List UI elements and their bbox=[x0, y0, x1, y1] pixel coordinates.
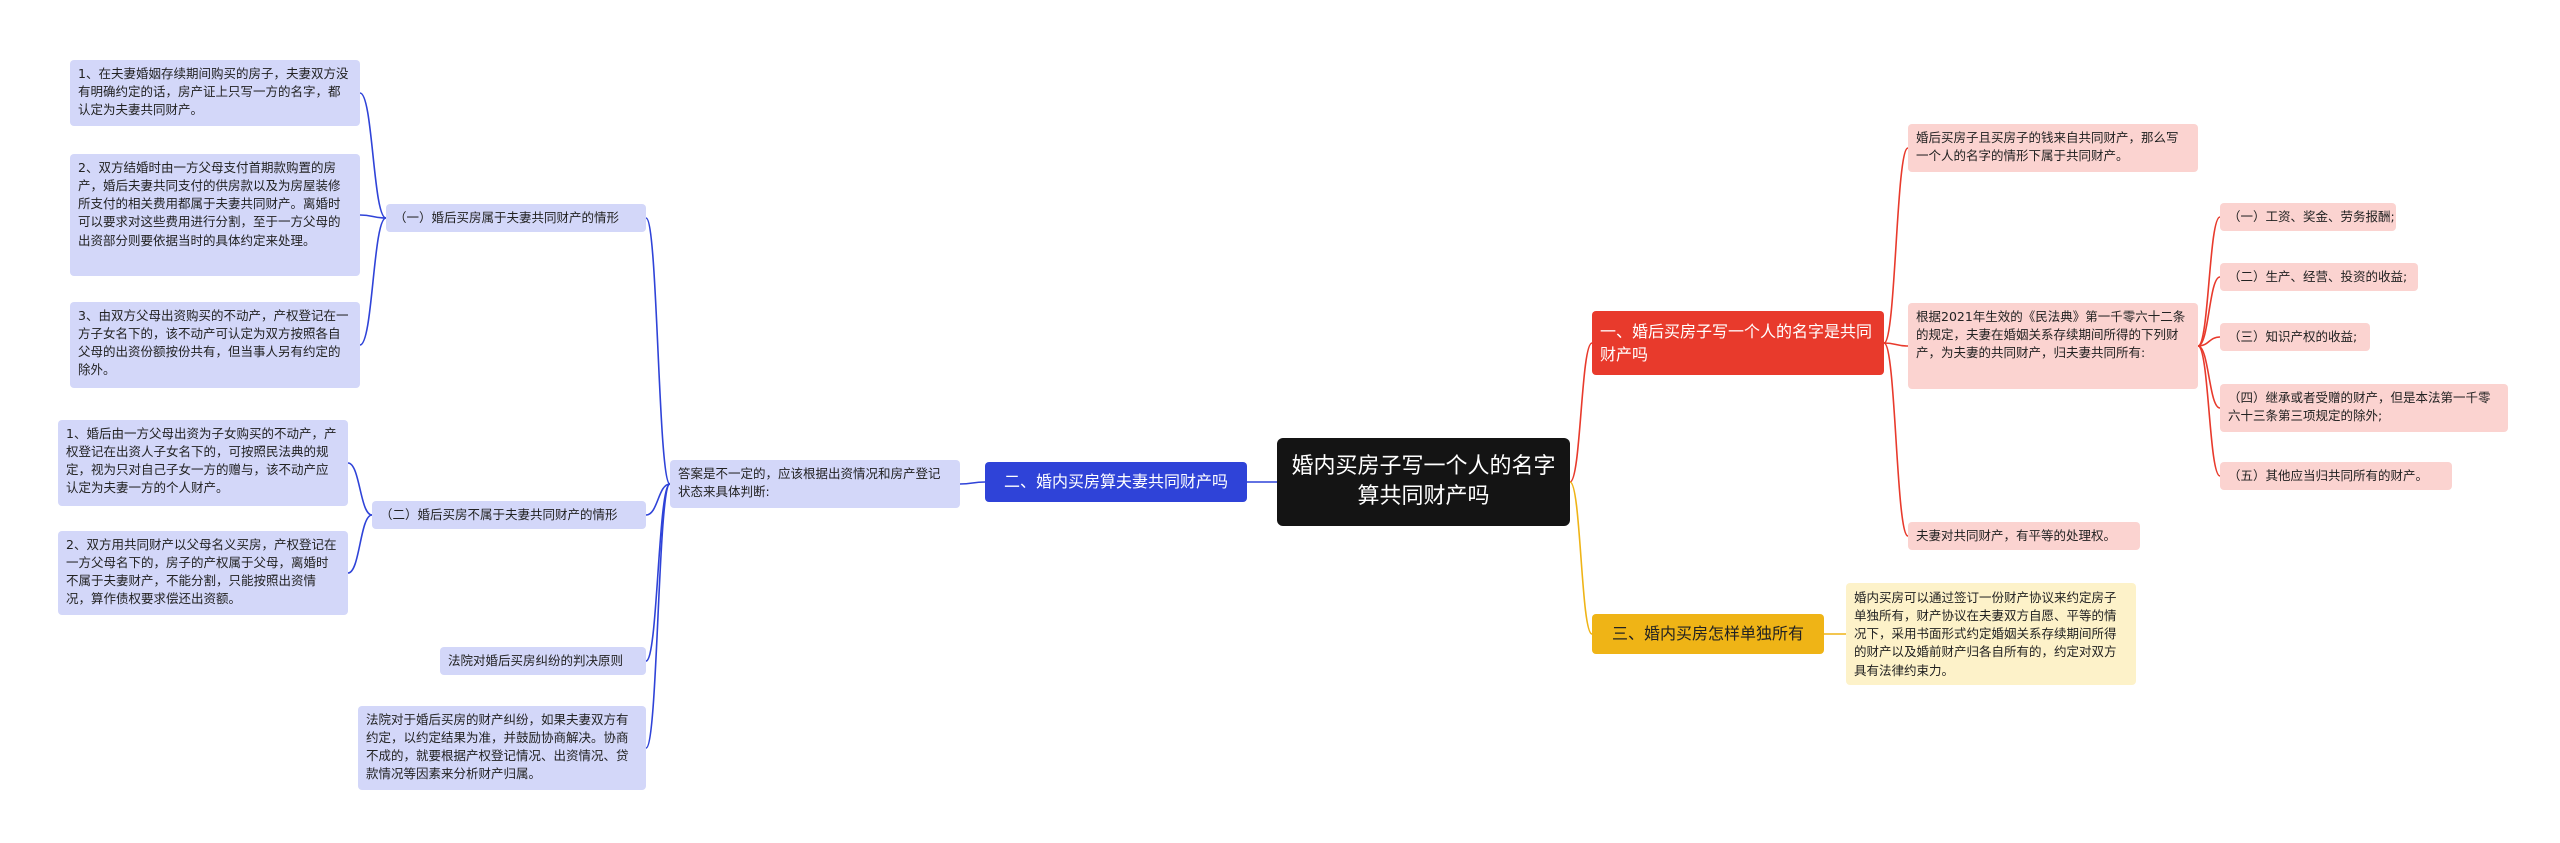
link-root-yellow bbox=[1569, 481, 1593, 635]
link-blue-case1-item-1 bbox=[359, 92, 387, 219]
branch-yellow-topic[interactable]: 三、婚内买房怎样单独所有 bbox=[1592, 614, 1824, 654]
branch-red-topic[interactable]: 一、婚后买房子写一个人的名字是共同财产吗 bbox=[1592, 311, 1884, 375]
link-blue-case2-item-2 bbox=[347, 514, 373, 574]
blue-case2-title[interactable]: （二）婚后买房不属于夫妻共同财产的情形 bbox=[372, 501, 646, 529]
link-red-item-5 bbox=[2197, 345, 2221, 477]
link-red-item-2 bbox=[2197, 276, 2221, 347]
root-topic[interactable]: 婚内买房子写一个人的名字算共同财产吗 bbox=[1277, 438, 1570, 526]
red-item-3[interactable]: （三）知识产权的收益; bbox=[2220, 323, 2370, 351]
branch-blue-topic[interactable]: 二、婚内买房算夫妻共同财产吗 bbox=[985, 462, 1247, 502]
link-blue-answer bbox=[959, 481, 986, 485]
link-blue-court-title bbox=[645, 483, 671, 662]
blue-case1-title[interactable]: （一）婚后买房属于夫妻共同财产的情形 bbox=[386, 204, 646, 232]
link-blue-case2-item-1 bbox=[347, 462, 373, 516]
red-item-5[interactable]: （五）其他应当归共同所有的财产。 bbox=[2220, 462, 2452, 490]
link-root-red bbox=[1569, 342, 1593, 483]
blue-case2-item-2[interactable]: 2、双方用共同财产以父母名义买房，产权登记在一方父母名下的，房子的产权属于父母，… bbox=[58, 531, 348, 615]
red-law-note[interactable]: 根据2021年生效的《民法典》第一千零六十二条的规定，夫妻在婚姻关系存续期间所得… bbox=[1908, 303, 2198, 389]
blue-case1-item-2[interactable]: 2、双方结婚时由一方父母支付首期款购置的房产，婚后夫妻共同支付的供房款以及为房屋… bbox=[70, 154, 360, 276]
link-red-equal bbox=[1883, 342, 1909, 537]
red-item-2[interactable]: （二）生产、经营、投资的收益; bbox=[2220, 263, 2418, 291]
link-blue-case2 bbox=[645, 483, 671, 516]
blue-answer-note[interactable]: 答案是不一定的，应该根据出资情况和房产登记状态来具体判断: bbox=[670, 460, 960, 508]
yellow-text-note[interactable]: 婚内买房可以通过签订一份财产协议来约定房子单独所有，财产协议在夫妻双方自愿、平等… bbox=[1846, 583, 2136, 685]
red-equal-note[interactable]: 夫妻对共同财产，有平等的处理权。 bbox=[1908, 522, 2140, 550]
blue-case1-item-3[interactable]: 3、由双方父母出资购买的不动产，产权登记在一方子女名下的，该不动产可认定为双方按… bbox=[70, 302, 360, 388]
blue-case1-item-1[interactable]: 1、在夫妻婚姻存续期间购买的房子，夫妻双方没有明确约定的话，房产证上只写一方的名… bbox=[70, 60, 360, 126]
link-blue-case1 bbox=[645, 217, 671, 485]
blue-court-text[interactable]: 法院对于婚后买房的财产纠纷，如果夫妻双方有约定，以约定结果为准，并鼓励协商解决。… bbox=[358, 706, 646, 790]
link-red-item-4 bbox=[2197, 345, 2221, 409]
link-red-intro bbox=[1883, 147, 1909, 344]
link-blue-case1-item-2 bbox=[359, 214, 387, 219]
link-blue-court-text bbox=[645, 483, 671, 749]
red-item-4[interactable]: （四）继承或者受赠的财产，但是本法第一千零六十三条第三项规定的除外; bbox=[2220, 384, 2508, 432]
link-red-item-1 bbox=[2197, 216, 2221, 347]
blue-court-title[interactable]: 法院对婚后买房纠纷的判决原则 bbox=[440, 647, 646, 675]
link-blue-case1-item-3 bbox=[359, 217, 387, 346]
link-red-item-3 bbox=[2197, 336, 2221, 347]
red-intro-note[interactable]: 婚后买房子且买房子的钱来自共同财产，那么写一个人的名字的情形下属于共同财产。 bbox=[1908, 124, 2198, 172]
link-red-law bbox=[1883, 342, 1909, 347]
red-item-1[interactable]: （一）工资、奖金、劳务报酬; bbox=[2220, 203, 2396, 231]
blue-case2-item-1[interactable]: 1、婚后由一方父母出资为子女购买的不动产，产权登记在出资人子女名下的，可按照民法… bbox=[58, 420, 348, 506]
